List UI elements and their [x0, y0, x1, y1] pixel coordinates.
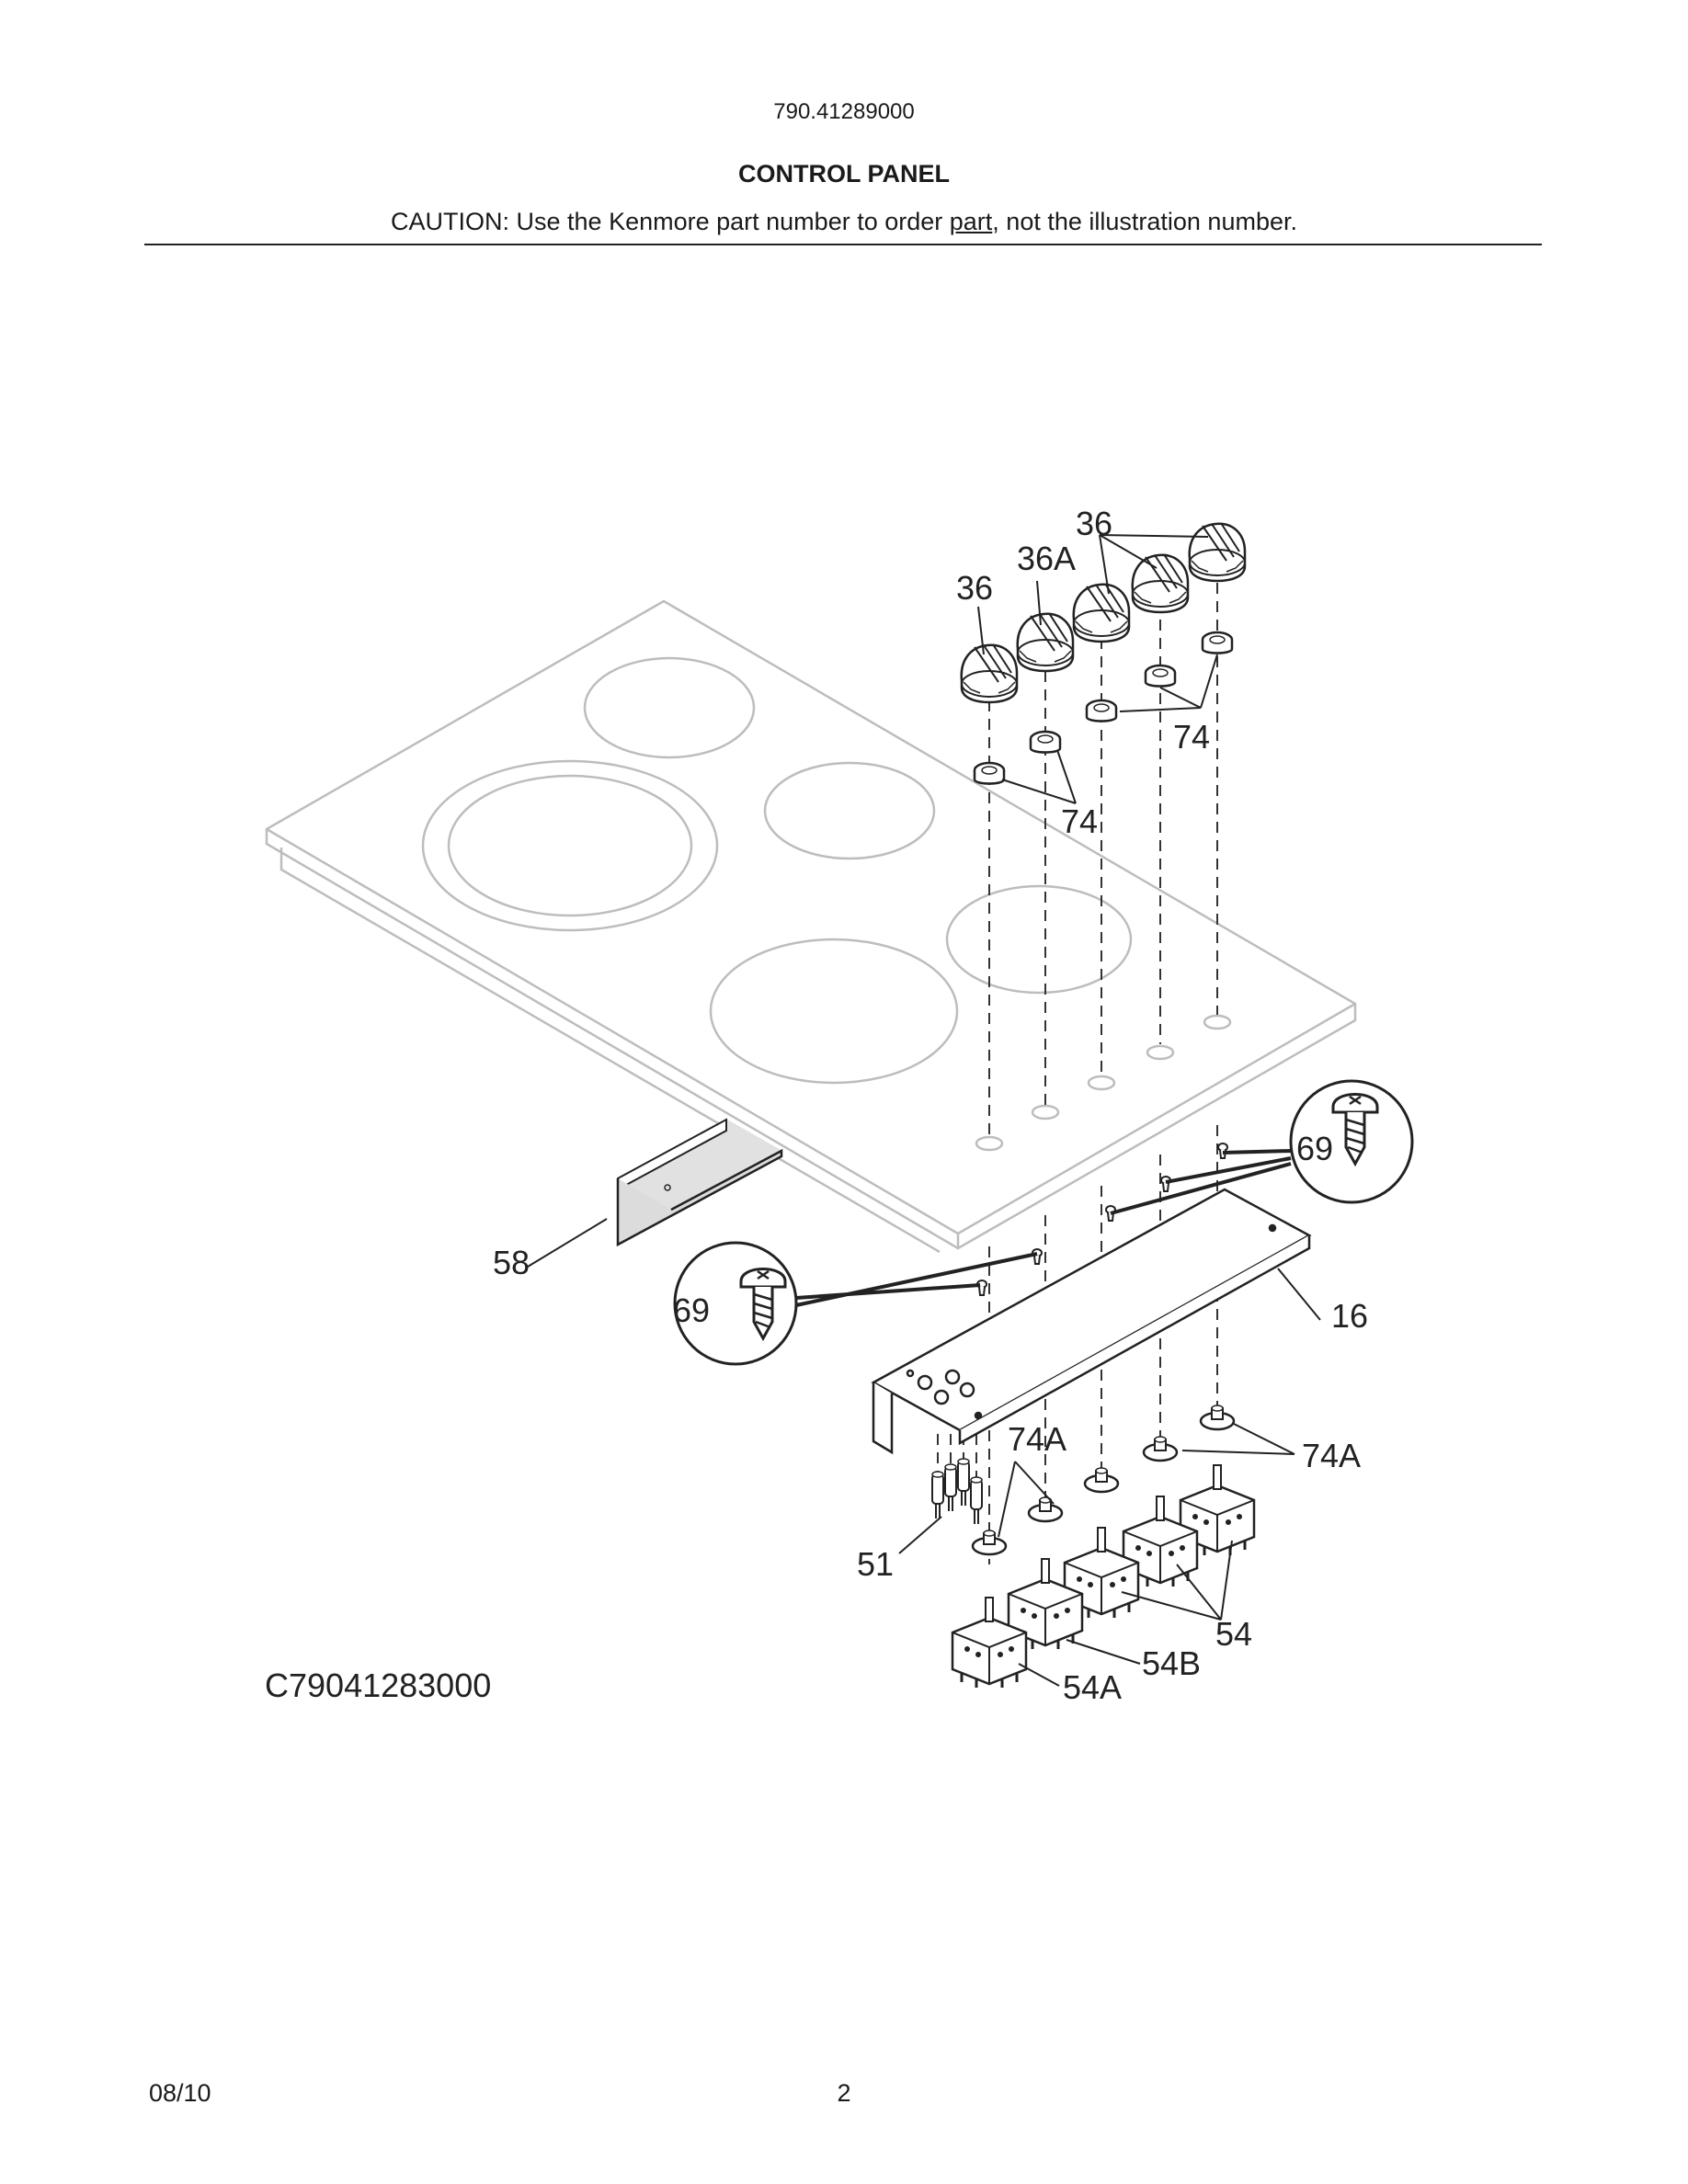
callout-labels: 36 36A 36 74 74 69 69 58 16 74A 74A 51 5… [265, 505, 1368, 1706]
leader-lines [527, 534, 1321, 1687]
header-divider [144, 244, 1542, 245]
page-title: CONTROL PANEL [737, 160, 950, 188]
callout-54: 54 [1215, 1615, 1252, 1653]
callout-58: 58 [493, 1244, 530, 1281]
caution-text-end: , not the illustration number. [992, 208, 1297, 235]
infinite-switches [951, 1463, 1256, 1689]
cooktop-glass [265, 599, 1357, 1254]
caution-text-start: CAUTION: Use the Kenmore part number to … [391, 208, 950, 235]
callout-36-top: 36 [1076, 505, 1112, 542]
callout-74-right: 74 [1173, 718, 1210, 756]
callout-16: 16 [1331, 1297, 1368, 1335]
callout-69-left: 69 [673, 1291, 710, 1329]
callout-54b: 54B [1142, 1644, 1201, 1682]
screw-detail-callouts [673, 1079, 1414, 1366]
control-bracket [871, 1188, 1312, 1455]
callout-74a-left: 74A [1008, 1420, 1066, 1458]
caution-note: CAUTION: Use the Kenmore part number to … [0, 208, 1688, 236]
model-number: 790.41289000 [773, 99, 915, 124]
callout-74-left: 74 [1061, 802, 1098, 840]
indicator-lamps [931, 1458, 983, 1525]
illustration-code: C79041283000 [265, 1666, 491, 1704]
revision-date: 08/10 [149, 2079, 211, 2107]
page-number: 2 [837, 2079, 851, 2107]
callout-54a: 54A [1063, 1668, 1122, 1706]
callout-36-left: 36 [956, 569, 993, 607]
callout-51: 51 [857, 1545, 894, 1583]
callout-74a-right: 74A [1302, 1437, 1361, 1474]
trim-strip [616, 1118, 783, 1247]
callout-69-right: 69 [1296, 1130, 1333, 1167]
callout-36a: 36A [1017, 540, 1076, 577]
control-knobs [960, 521, 1247, 704]
caution-text-underlined: part [949, 208, 993, 235]
